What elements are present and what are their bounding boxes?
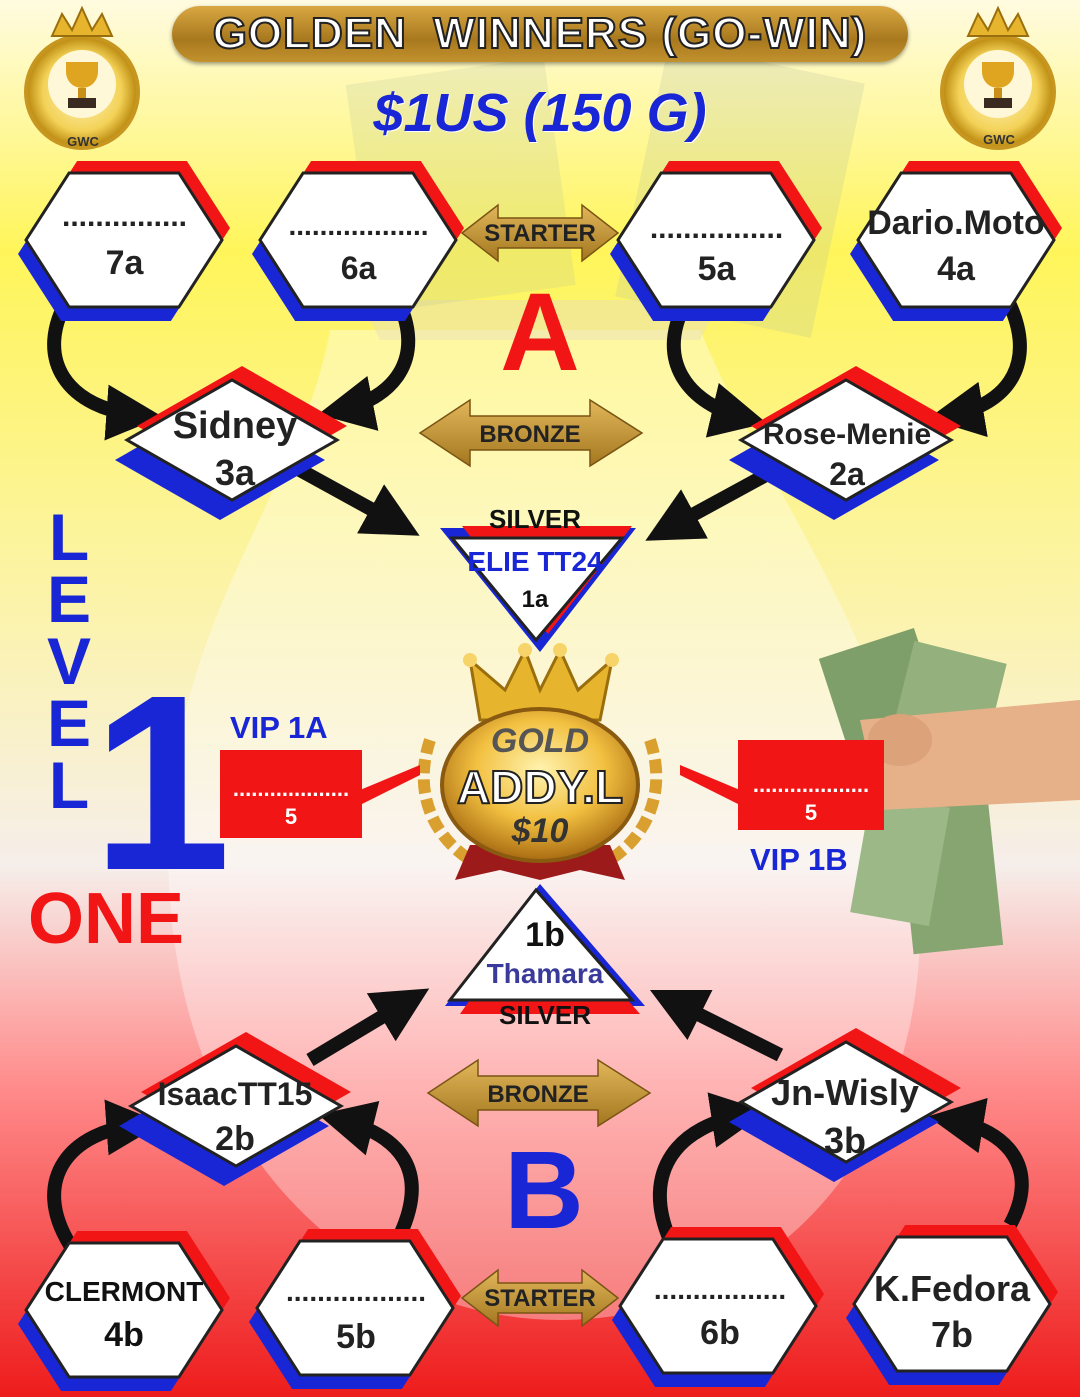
- silver-a-name: ELIE TT24: [467, 546, 603, 577]
- gold-name: ADDY.L: [456, 760, 624, 814]
- vip-1b-label: VIP 1B: [750, 842, 848, 877]
- level-letter-v: V: [46, 624, 92, 698]
- slot-5b-name: ..................: [285, 1276, 427, 1307]
- slot-2a-code: 2a: [829, 456, 865, 492]
- gold-amount: $10: [511, 812, 569, 850]
- slot-2b-code: 2b: [215, 1120, 255, 1158]
- hex-4b-shape: [24, 1241, 224, 1379]
- section-a-letter: A: [500, 271, 580, 394]
- slot-4a-name: Dario.Moto: [867, 204, 1045, 242]
- slot-5a-name: ................: [649, 212, 784, 245]
- slot-7b-name: K.Fedora: [873, 1268, 1031, 1309]
- diamond-2a-shape: [737, 378, 955, 502]
- level-letter-l1: L: [48, 500, 90, 574]
- vip-1a-dots: ...................: [232, 776, 350, 801]
- level-letter-e2: E: [46, 686, 92, 760]
- silver-b-code: 1b: [525, 916, 565, 954]
- slot-4b-name: CLERMONT: [44, 1276, 204, 1307]
- starter-label-bottom: STARTER: [484, 1285, 596, 1312]
- hex-7b-shape: [852, 1235, 1052, 1373]
- slot-3b-code: 3b: [823, 1120, 866, 1161]
- title-bar: GOLDEN WINNERS (GO-WIN): [172, 6, 908, 62]
- slot-7a-code: 7a: [105, 244, 144, 282]
- slot-6b-name: .................: [653, 1274, 787, 1305]
- silver-a-triangle: [440, 526, 636, 652]
- bronze-label-bottom: BRONZE: [487, 1081, 589, 1108]
- level-one-word: ONE: [28, 879, 185, 959]
- level-letter-e1: E: [46, 562, 92, 636]
- slot-6a-code: 6a: [340, 250, 377, 286]
- vip-connectors: [360, 765, 740, 805]
- level-letter-l2: L: [48, 748, 90, 822]
- vip-1a-label: VIP 1A: [230, 710, 328, 745]
- silver-b-rank: SILVER: [499, 1000, 591, 1030]
- slot-4b-code: 4b: [104, 1316, 144, 1354]
- slot-7b-code: 7b: [930, 1314, 973, 1355]
- slot-3b-name: Jn-Wisly: [771, 1072, 919, 1113]
- level-word: L E V E L: [34, 500, 104, 822]
- gold-emblem: [417, 643, 663, 880]
- hex-4a-shape: [856, 171, 1056, 309]
- slot-2a-name: Rose-Menie: [762, 418, 932, 451]
- starter-label-top: STARTER: [484, 220, 596, 247]
- slot-3a-name: Sidney: [172, 405, 298, 447]
- hex-6b-shape: [618, 1237, 818, 1375]
- money-hand-image: [818, 627, 1080, 955]
- slot-4a-code: 4a: [937, 250, 975, 288]
- slot-5b-code: 5b: [336, 1318, 376, 1356]
- slot-6b-code: 6b: [700, 1314, 740, 1352]
- vip-1b-num: 5: [804, 800, 818, 825]
- gwc-medal-left: [24, 5, 140, 150]
- hex-5b-shape: [255, 1239, 455, 1377]
- diamond-2b-shape: [127, 1044, 345, 1168]
- diamond-3b-shape: [737, 1040, 955, 1164]
- hex-6a-shape: [258, 171, 458, 309]
- silver-a-code: 1a: [521, 586, 549, 613]
- slot-3a-code: 3a: [214, 452, 256, 493]
- section-b-letter: B: [504, 1129, 584, 1252]
- starter-arrow-top: [460, 203, 620, 263]
- poster-title: GOLDEN WINNERS (GO-WIN): [212, 8, 868, 59]
- vip-1a-box: ................... 5: [220, 750, 362, 838]
- gold-label: GOLD: [490, 722, 590, 760]
- silver-a-rank: SILVER: [489, 504, 581, 534]
- vip-1a-num: 5: [284, 804, 298, 829]
- price-label: $1US (150 G): [373, 83, 707, 143]
- vip-1b-dots: ...................: [752, 772, 870, 797]
- vip-1b-box: ................... 5: [738, 740, 884, 830]
- slot-7a-name: ...............: [61, 200, 188, 233]
- bronze-arrow-bottom: [426, 1058, 652, 1128]
- slot-2b-name: IsaacTT15: [157, 1076, 313, 1112]
- silver-b-triangle: [445, 884, 645, 1014]
- bronze-label-top: BRONZE: [479, 421, 581, 448]
- bronze-arrow-top: [418, 398, 644, 468]
- hex-7a-shape: [24, 171, 224, 309]
- hex-5a-shape: [616, 171, 816, 309]
- slot-5a-code: 5a: [697, 250, 736, 288]
- silver-b-name: Thamara: [486, 958, 604, 989]
- gwc-right-text: GWC: [983, 132, 1015, 147]
- slot-6a-name: ..................: [288, 210, 429, 241]
- level-number: 1: [92, 643, 232, 922]
- gwc-medal-right: [940, 5, 1056, 150]
- starter-arrow-bottom: [460, 1268, 620, 1328]
- gwc-left-text: GWC: [67, 134, 99, 149]
- diamond-3a-shape: [123, 378, 341, 502]
